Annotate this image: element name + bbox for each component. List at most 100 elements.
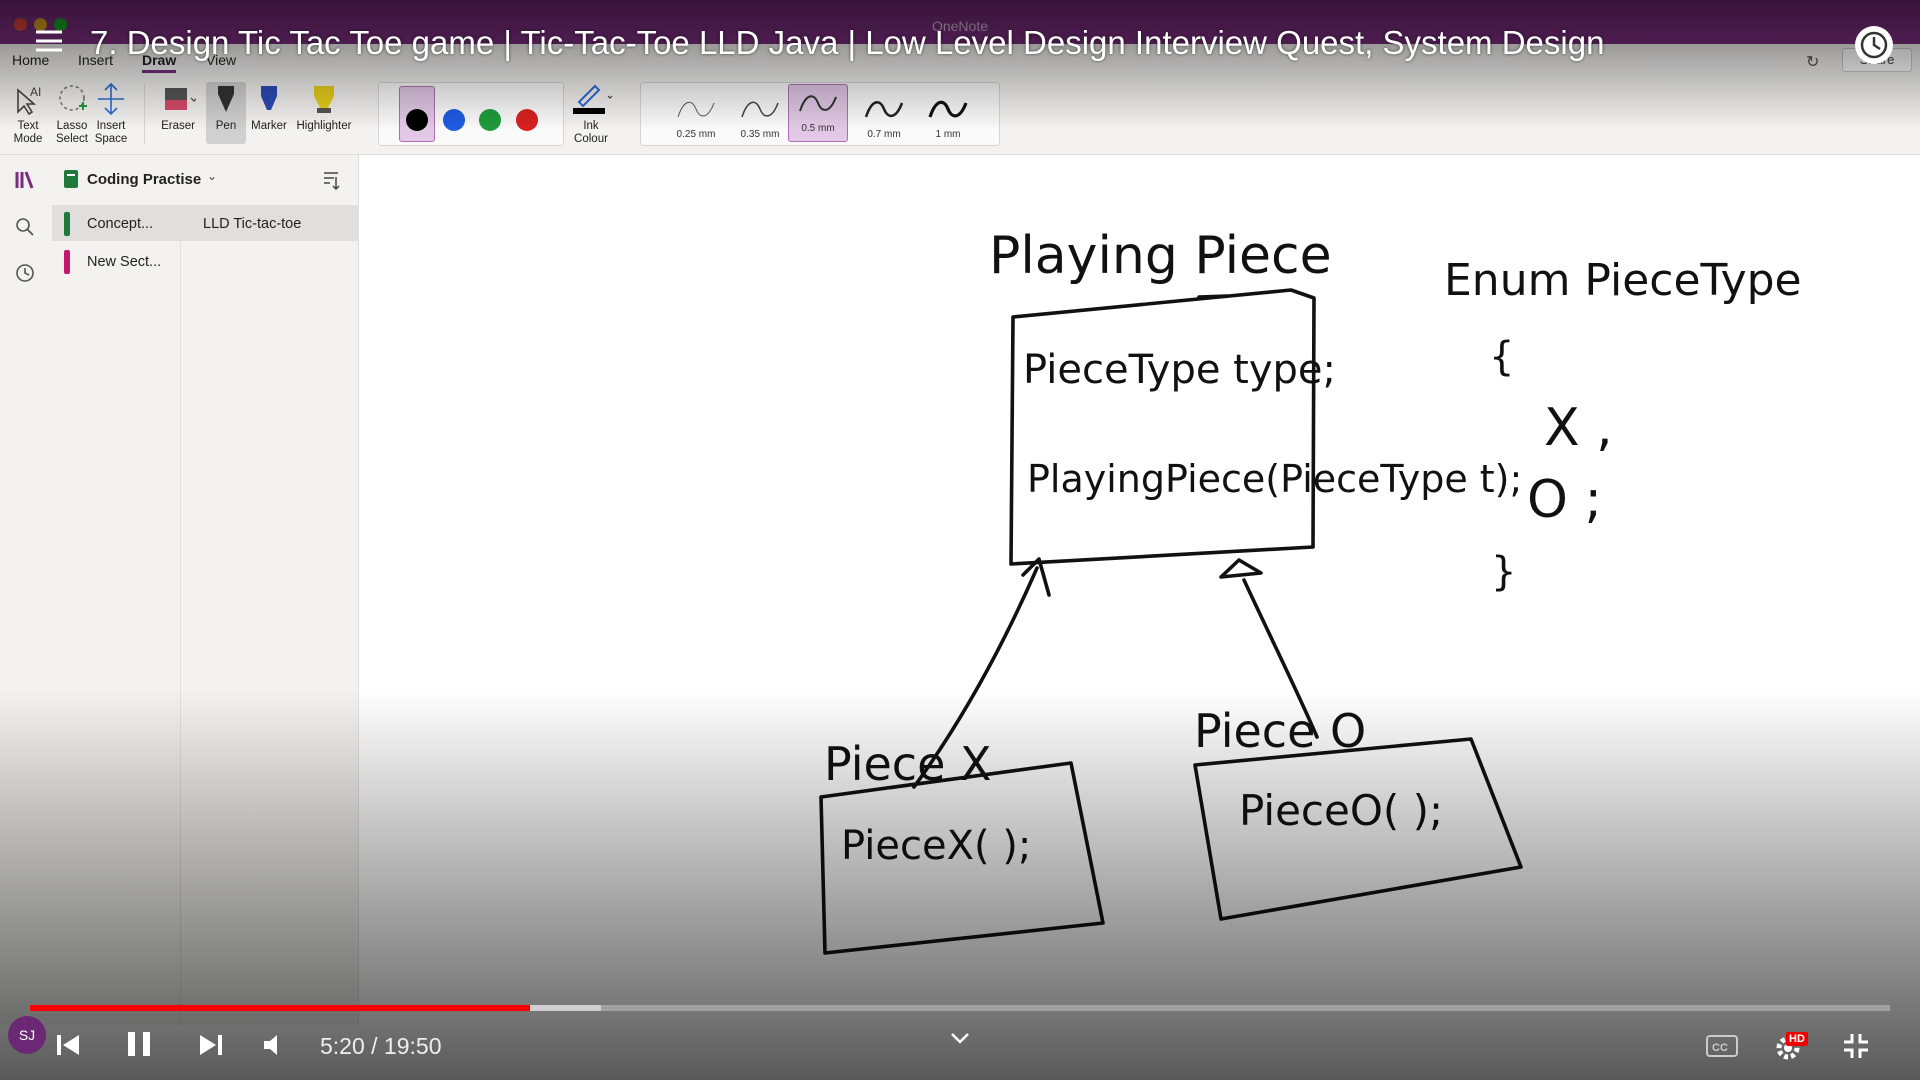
notebook-switcher[interactable]: Coding Practise ⌄ [52, 155, 358, 203]
watch-later-button[interactable] [1855, 26, 1893, 64]
piece-x-title: Piece X [824, 737, 992, 791]
pen-size-025[interactable]: 0.25 mm [667, 91, 725, 147]
pen-label: Pen [215, 120, 237, 132]
previous-icon[interactable] [55, 1032, 81, 1058]
pen-size-stroke-icon [864, 101, 904, 118]
tab-home[interactable]: Home [12, 52, 50, 68]
pen-size-palette: 0.25 mm 0.35 mm 0.5 mm 0.7 mm 1 mm [640, 82, 1000, 146]
color-swatch-red[interactable] [516, 109, 538, 131]
active-tab-indicator [142, 70, 176, 73]
color-swatch-black[interactable] [406, 109, 428, 131]
marker-button[interactable]: Marker [248, 82, 290, 132]
notebooks-icon[interactable] [14, 169, 36, 191]
chevron-down-icon: ⌄ [207, 169, 218, 183]
highlighter-button[interactable]: Highlighter [292, 82, 356, 132]
video-progress-bar[interactable] [30, 1005, 1890, 1011]
text-mode-icon: AI [17, 85, 41, 116]
hamburger-menu-icon[interactable] [36, 30, 62, 52]
pen-size-stroke-icon [928, 100, 968, 118]
sync-icon[interactable]: ↻ [1806, 54, 1820, 71]
next-icon[interactable] [198, 1032, 224, 1058]
page-item-lld-tic-tac-toe[interactable]: LLD Tic-tac-toe [181, 205, 358, 241]
volume-icon[interactable] [262, 1032, 292, 1058]
recent-icon[interactable] [15, 263, 35, 288]
inheritance-arrowhead-o [1219, 558, 1263, 579]
exit-fullscreen-icon[interactable] [1842, 1032, 1870, 1060]
playing-piece-box [1009, 288, 1316, 566]
pen-size-05[interactable]: 0.5 mm [788, 84, 848, 142]
section-label: Concept... [87, 216, 154, 232]
inheritance-arrowhead-x [1021, 557, 1051, 597]
enum-value-x: X , [1544, 398, 1613, 458]
ink-colour-icon [573, 84, 613, 114]
eraser-button[interactable]: Eraser [156, 82, 200, 132]
clock-icon [1860, 31, 1888, 59]
video-title[interactable]: 7. Design Tic Tac Toe game | Tic-Tac-Toe… [90, 24, 1605, 61]
pen-size-label: 0.7 mm [867, 129, 901, 140]
note-canvas[interactable]: Playing Piece PieceType type; PlayingPie… [359, 155, 1920, 1025]
marker-label: Marker [251, 120, 287, 132]
pen-button[interactable]: Pen [206, 82, 246, 144]
ribbon-divider [144, 84, 145, 144]
color-palette [378, 82, 564, 146]
color-swatch-green[interactable] [479, 109, 501, 131]
draw-ribbon: AI Text Mode Lasso Select Insert Space E… [0, 76, 1920, 155]
pen-size-07[interactable]: 0.7 mm [855, 91, 913, 147]
notebook-name: Coding Practise [87, 171, 202, 188]
hd-badge: HD [1786, 1032, 1808, 1046]
search-icon[interactable] [15, 217, 35, 242]
pen-icon [218, 86, 234, 112]
pause-icon[interactable] [124, 1029, 154, 1059]
eraser-label: Eraser [161, 120, 195, 132]
pen-size-stroke-icon [677, 101, 715, 118]
text-mode-button[interactable]: AI Text Mode [10, 82, 46, 146]
svg-text:CC: CC [1712, 1042, 1728, 1054]
captions-icon[interactable]: CC [1706, 1034, 1738, 1058]
section-item-new-section[interactable]: New Sect... [52, 243, 180, 279]
section-item-concepts[interactable]: Concept... [52, 205, 180, 241]
svg-text:AI: AI [30, 85, 41, 99]
notebook-icon [64, 170, 78, 188]
text-mode-label: Text Mode [13, 120, 43, 145]
lasso-select-button[interactable]: Lasso Select [52, 82, 92, 146]
marker-icon [261, 86, 277, 110]
avatar[interactable]: SJ [8, 1016, 46, 1054]
insert-space-icon [98, 82, 124, 116]
insert-space-button[interactable]: Insert Space [92, 82, 130, 146]
notebook-panel: Coding Practise ⌄ Concept... New Sect...… [52, 155, 359, 1025]
playing-piece-title: Playing Piece [989, 226, 1332, 286]
enum-close-brace: } [1491, 549, 1516, 595]
pen-size-label: 0.5 mm [801, 123, 835, 134]
pen-size-035[interactable]: 0.35 mm [731, 91, 789, 147]
insert-space-label: Insert Space [94, 120, 128, 145]
enum-title: Enum PieceType [1444, 255, 1802, 306]
pen-size-label: 1 mm [935, 129, 961, 140]
chevron-down-icon[interactable] [948, 1030, 972, 1046]
navigation-rail [0, 155, 53, 1025]
pen-size-stroke-icon [799, 95, 837, 112]
section-label: New Sect... [87, 254, 162, 270]
highlighter-label: Highlighter [296, 120, 352, 132]
highlighter-icon [314, 86, 334, 113]
time-display: 5:20 / 19:50 [320, 1033, 442, 1059]
ink-colour-label: Ink Colour [574, 120, 608, 145]
pen-size-1[interactable]: 1 mm [919, 91, 977, 147]
piece-o-constructor: PieceO( ); [1239, 786, 1443, 835]
constructor-declaration: PlayingPiece(PieceType t); [1027, 457, 1522, 501]
field-declaration: PieceType type; [1023, 347, 1336, 393]
piece-x-constructor: PieceX( ); [841, 823, 1031, 869]
enum-open-brace: { [1489, 334, 1514, 380]
eraser-icon [165, 88, 196, 110]
color-swatch-blue[interactable] [443, 109, 465, 131]
section-list: Concept... New Sect... [52, 205, 181, 1025]
page-label: LLD Tic-tac-toe [203, 216, 302, 232]
sort-icon[interactable] [320, 169, 342, 191]
pen-size-label: 0.25 mm [676, 129, 716, 140]
lasso-icon [59, 85, 87, 111]
playing-piece-divider [1197, 294, 1229, 299]
pen-size-label: 0.35 mm [740, 129, 780, 140]
pen-size-stroke-icon [741, 101, 779, 118]
enum-value-o: O ; [1527, 470, 1602, 530]
ink-colour-button[interactable]: Ink Colour [566, 82, 616, 146]
